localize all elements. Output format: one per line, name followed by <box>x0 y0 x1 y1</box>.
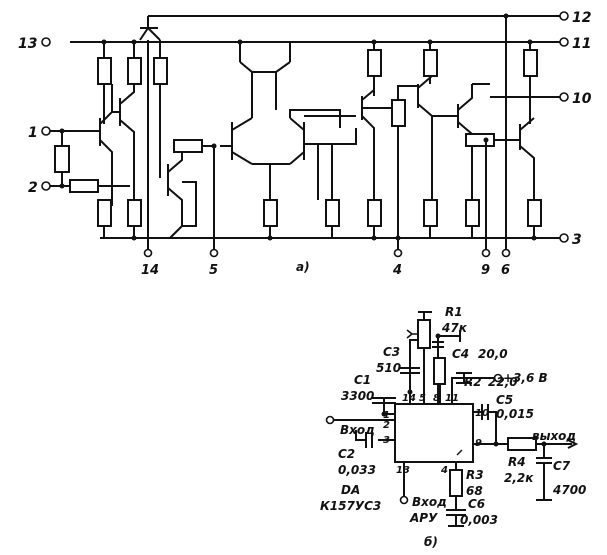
pin-label-1: 1 <box>28 125 38 141</box>
label-r4-name: R4 <box>508 455 526 469</box>
pin-label-2: 2 <box>28 180 38 196</box>
pin-10 <box>559 92 569 102</box>
label-c6-value: 0,003 <box>460 513 498 527</box>
label-c2-value: 0,033 <box>338 463 376 477</box>
pin-14 <box>143 248 153 258</box>
ic-pin-8: 8 <box>433 393 440 404</box>
ic-body <box>394 403 474 463</box>
label-r2-value: 22,0 <box>488 375 518 389</box>
pin-label-13: 13 <box>18 36 37 52</box>
agc-input-terminal <box>399 495 409 505</box>
pin-label-5: 5 <box>209 263 218 278</box>
label-c3-value: 510 <box>376 361 401 375</box>
ic-pin-14: 14 <box>402 393 416 404</box>
ic-pin-13: 13 <box>396 465 410 476</box>
internal-circuit: 13 1 2 12 11 10 3 14 5 4 9 6 а) <box>18 10 592 278</box>
pin-label-14: 14 <box>141 263 159 278</box>
label-r3-value: 68 <box>466 484 483 498</box>
supply-terminal <box>493 373 503 383</box>
label-chip-designator: DA <box>341 483 360 497</box>
label-c7-name: C7 <box>553 459 571 473</box>
ic-pin-4: 4 <box>440 465 448 476</box>
ic-pin-1: 1 <box>383 410 390 421</box>
ic-pin-2: 2 <box>383 420 390 431</box>
label-c6-name: C6 <box>468 497 485 511</box>
input-terminal <box>325 415 335 425</box>
pin-3 <box>559 233 569 243</box>
label-agc-input-1: Вход <box>412 495 447 509</box>
pin-label-3: 3 <box>572 232 582 248</box>
label-output: выход <box>532 429 576 443</box>
label-c4-value: 20,0 <box>478 347 508 361</box>
part-a-label: а) <box>296 260 310 274</box>
pin-label-9: 9 <box>481 263 490 278</box>
pin-13 <box>41 37 51 47</box>
label-r1-name: R1 <box>445 305 463 319</box>
label-c5-value: 0,015 <box>496 407 534 421</box>
label-r4-value: 2,2к <box>504 471 534 485</box>
label-c2-name: C2 <box>338 447 355 461</box>
pin-label-6: 6 <box>501 263 510 278</box>
pin-12 <box>559 11 569 21</box>
pin-label-12: 12 <box>572 10 591 26</box>
label-c4-name: C4 <box>452 347 469 361</box>
pin-9 <box>481 248 491 258</box>
pin-11 <box>559 37 569 47</box>
pin-label-4: 4 <box>392 263 402 278</box>
pin-5 <box>209 248 219 258</box>
pin-6 <box>501 248 511 258</box>
label-r2-name: R2 <box>464 375 482 389</box>
pin-label-11: 11 <box>572 36 591 52</box>
label-c1-value: 3300 <box>341 389 374 403</box>
pin-label-10: 10 <box>572 91 592 107</box>
pin-2 <box>41 181 51 191</box>
label-c1-name: C1 <box>354 373 371 387</box>
label-chip-part: К157УС3 <box>320 499 381 513</box>
label-c3-name: C3 <box>383 345 400 359</box>
application-circuit: 1 2 3 14 5 8 11 10 9 13 4 <box>320 305 586 549</box>
label-c5-name: C5 <box>496 393 513 407</box>
label-input: Вход <box>340 423 375 437</box>
label-r3-name: R3 <box>466 468 484 482</box>
ic-pin-5: 5 <box>419 393 426 404</box>
label-agc-input-2: АРУ <box>409 511 438 525</box>
label-c7-value: 4700 <box>552 483 586 497</box>
pin-4 <box>393 248 403 258</box>
label-r1-value: 47к <box>441 321 468 335</box>
part-b-label: б) <box>424 535 438 549</box>
pin-1 <box>41 126 51 136</box>
label-supply: +3,6 В <box>503 371 548 385</box>
